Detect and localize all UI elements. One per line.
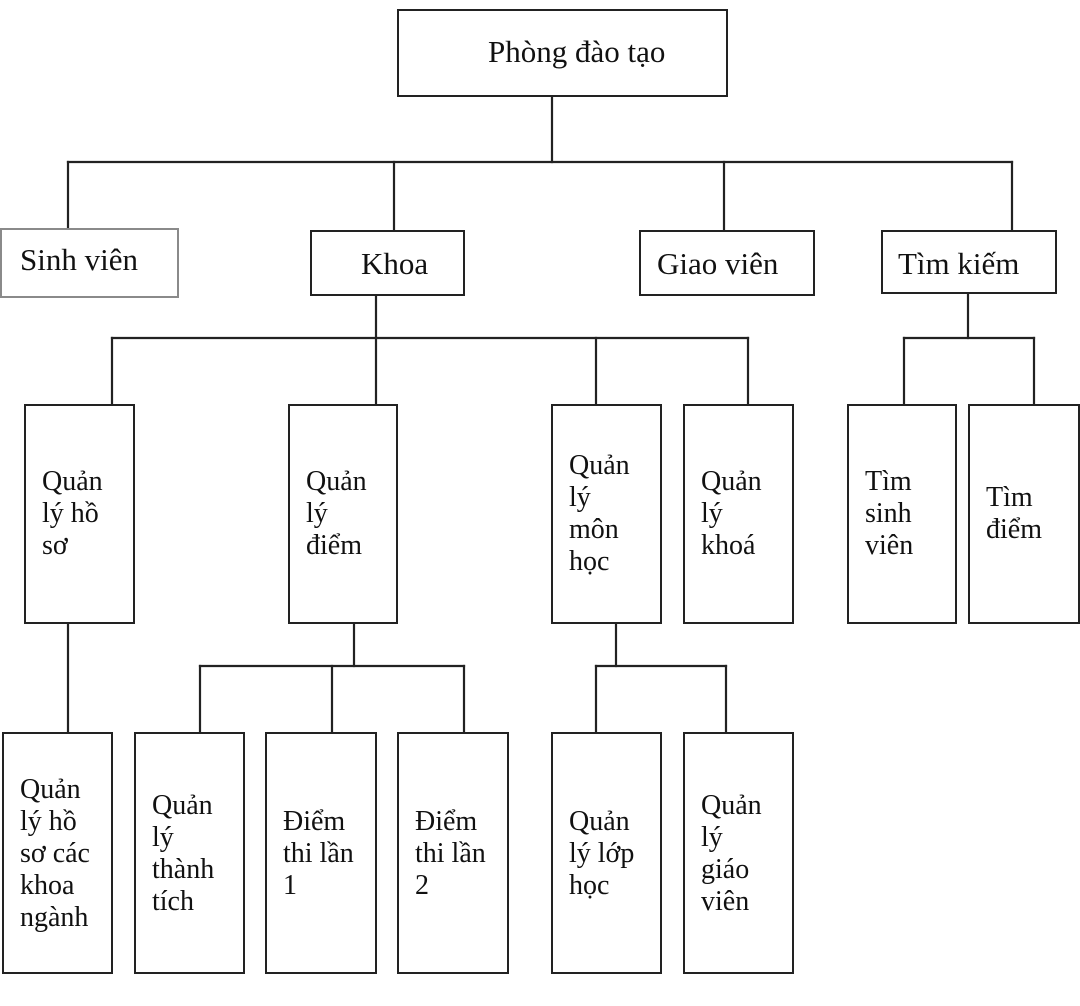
node-giao-vien-label: Giao viên — [657, 246, 779, 281]
node-quan-ly-mon-hoc-label: Quản lý môn học — [569, 450, 630, 577]
node-quan-ly-lop-hoc-label: Quản lý lớp học — [569, 806, 635, 901]
node-quan-ly-ho-so-khoa-nganh — [2, 732, 113, 974]
node-khoa — [310, 230, 465, 296]
node-quan-ly-lop-hoc — [551, 732, 662, 974]
node-quan-ly-mon-hoc — [551, 404, 662, 624]
node-quan-ly-ho-so — [24, 404, 135, 624]
node-quan-ly-thanh-tich — [134, 732, 245, 974]
node-diem-thi-lan-1-label: Điểm thi lần 1 — [283, 806, 354, 901]
node-giao-vien — [639, 230, 815, 296]
node-quan-ly-giao-vien — [683, 732, 794, 974]
node-tim-diem-label: Tìm điểm — [986, 482, 1042, 545]
node-quan-ly-khoa — [683, 404, 794, 624]
node-quan-ly-giao-vien-label: Quản lý giáo viên — [701, 790, 762, 917]
node-tim-diem — [968, 404, 1080, 624]
node-quan-ly-diem — [288, 404, 398, 624]
node-phong-dao-tao — [397, 9, 728, 97]
node-diem-thi-lan-2-label: Điểm thi lần 2 — [415, 806, 486, 901]
node-quan-ly-khoa-label: Quản lý khoá — [701, 466, 762, 561]
node-quan-ly-ho-so-label: Quản lý hồ sơ — [42, 466, 103, 561]
node-sinh-vien — [0, 228, 179, 298]
node-quan-ly-ho-so-khoa-nganh-label: Quản lý hồ sơ các khoa ngành — [20, 774, 90, 933]
node-sinh-vien-label: Sinh viên — [20, 242, 138, 277]
node-tim-sinh-vien-label: Tìm sinh viên — [865, 466, 914, 561]
node-diem-thi-lan-1 — [265, 732, 377, 974]
node-diem-thi-lan-2 — [397, 732, 509, 974]
node-phong-dao-tao-label: Phòng đào tạo — [488, 34, 666, 69]
node-quan-ly-diem-label: Quản lý điểm — [306, 466, 367, 561]
node-quan-ly-thanh-tich-label: Quản lý thành tích — [152, 790, 215, 917]
node-tim-kiem-label: Tìm kiếm — [898, 246, 1020, 281]
node-khoa-label: Khoa — [361, 246, 429, 281]
node-tim-sinh-vien — [847, 404, 957, 624]
node-tim-kiem — [881, 230, 1057, 294]
